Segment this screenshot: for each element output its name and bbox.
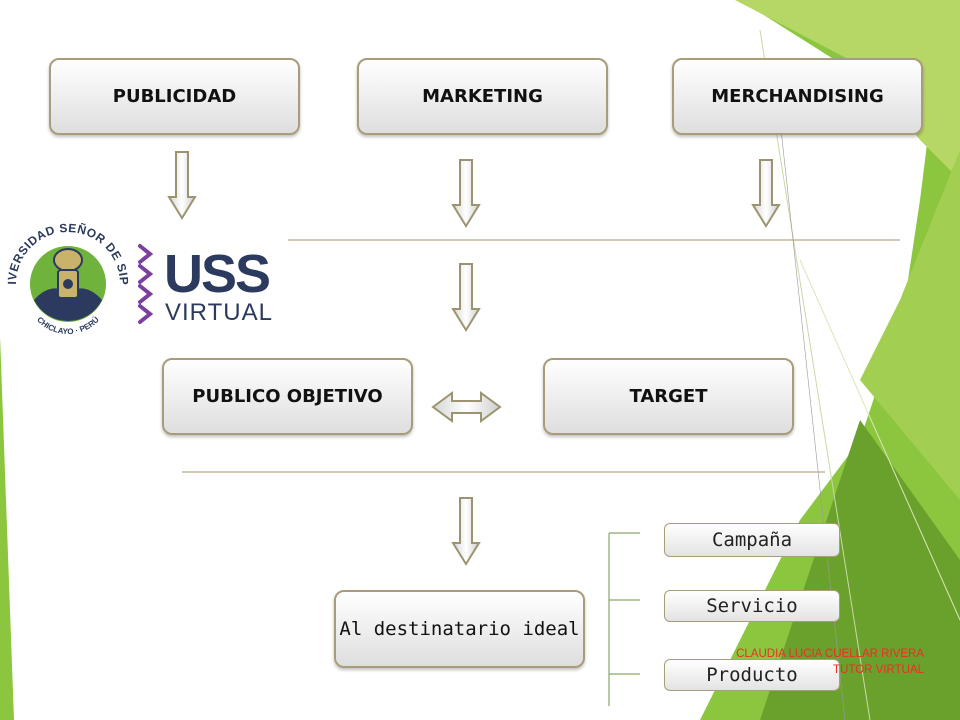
branch-campana-box: Campaña — [664, 523, 840, 557]
thin-line-1 — [759, 29, 871, 720]
green-left-sliver — [0, 335, 14, 720]
brand-virtual-text: VIRTUAL — [165, 299, 273, 326]
green-right-wedge — [860, 150, 960, 500]
thin-line-2 — [799, 259, 960, 621]
down-arrow-icon — [167, 151, 197, 220]
publico-objetivo-box: PUBLICO OBJETIVO — [162, 358, 413, 435]
destinatario-box: Al destinatario ideal — [334, 590, 585, 668]
branch-producto-label: Producto — [706, 664, 798, 686]
credit-name: CLAUDIA LUCIA CUELLAR RIVERA — [736, 648, 924, 660]
destinatario-label: Al destinatario ideal — [339, 618, 580, 640]
target-label: TARGET — [629, 386, 708, 407]
down-arrow-icon — [451, 159, 481, 228]
uss-virtual-logo: UNIVERSIDAD SEÑOR DE SIPAN CHICLAYO · PE… — [0, 222, 285, 340]
merchandising-box: MERCHANDISING — [672, 58, 923, 135]
brand-uss-text: USS — [164, 244, 269, 304]
publico-objetivo-label: PUBLICO OBJETIVO — [192, 386, 383, 407]
branch-bracket — [608, 532, 640, 706]
double-arrow-icon — [431, 391, 502, 423]
marketing-box: MARKETING — [357, 58, 608, 135]
credit-block: CLAUDIA LUCIA CUELLAR RIVERA TUTOR VIRTU… — [736, 646, 924, 678]
chevron-icon — [138, 244, 154, 324]
green-right-light — [735, 0, 960, 180]
marketing-label: MARKETING — [422, 86, 543, 107]
branch-campana-label: Campaña — [711, 529, 793, 551]
branch-servicio-box: Servicio — [664, 590, 840, 622]
publicidad-label: PUBLICIDAD — [112, 86, 237, 107]
down-arrow-icon — [451, 263, 481, 332]
target-box: TARGET — [543, 358, 794, 435]
down-arrow-icon — [751, 159, 781, 228]
green-right-bottom — [760, 420, 960, 720]
branch-producto-box: Producto — [664, 659, 840, 691]
merchandising-label: MERCHANDISING — [711, 86, 884, 107]
publicidad-box: PUBLICIDAD — [49, 58, 300, 135]
credit-role: TUTOR VIRTUAL — [833, 664, 924, 676]
branch-servicio-label: Servicio — [706, 595, 798, 617]
down-arrow-icon — [451, 497, 481, 566]
